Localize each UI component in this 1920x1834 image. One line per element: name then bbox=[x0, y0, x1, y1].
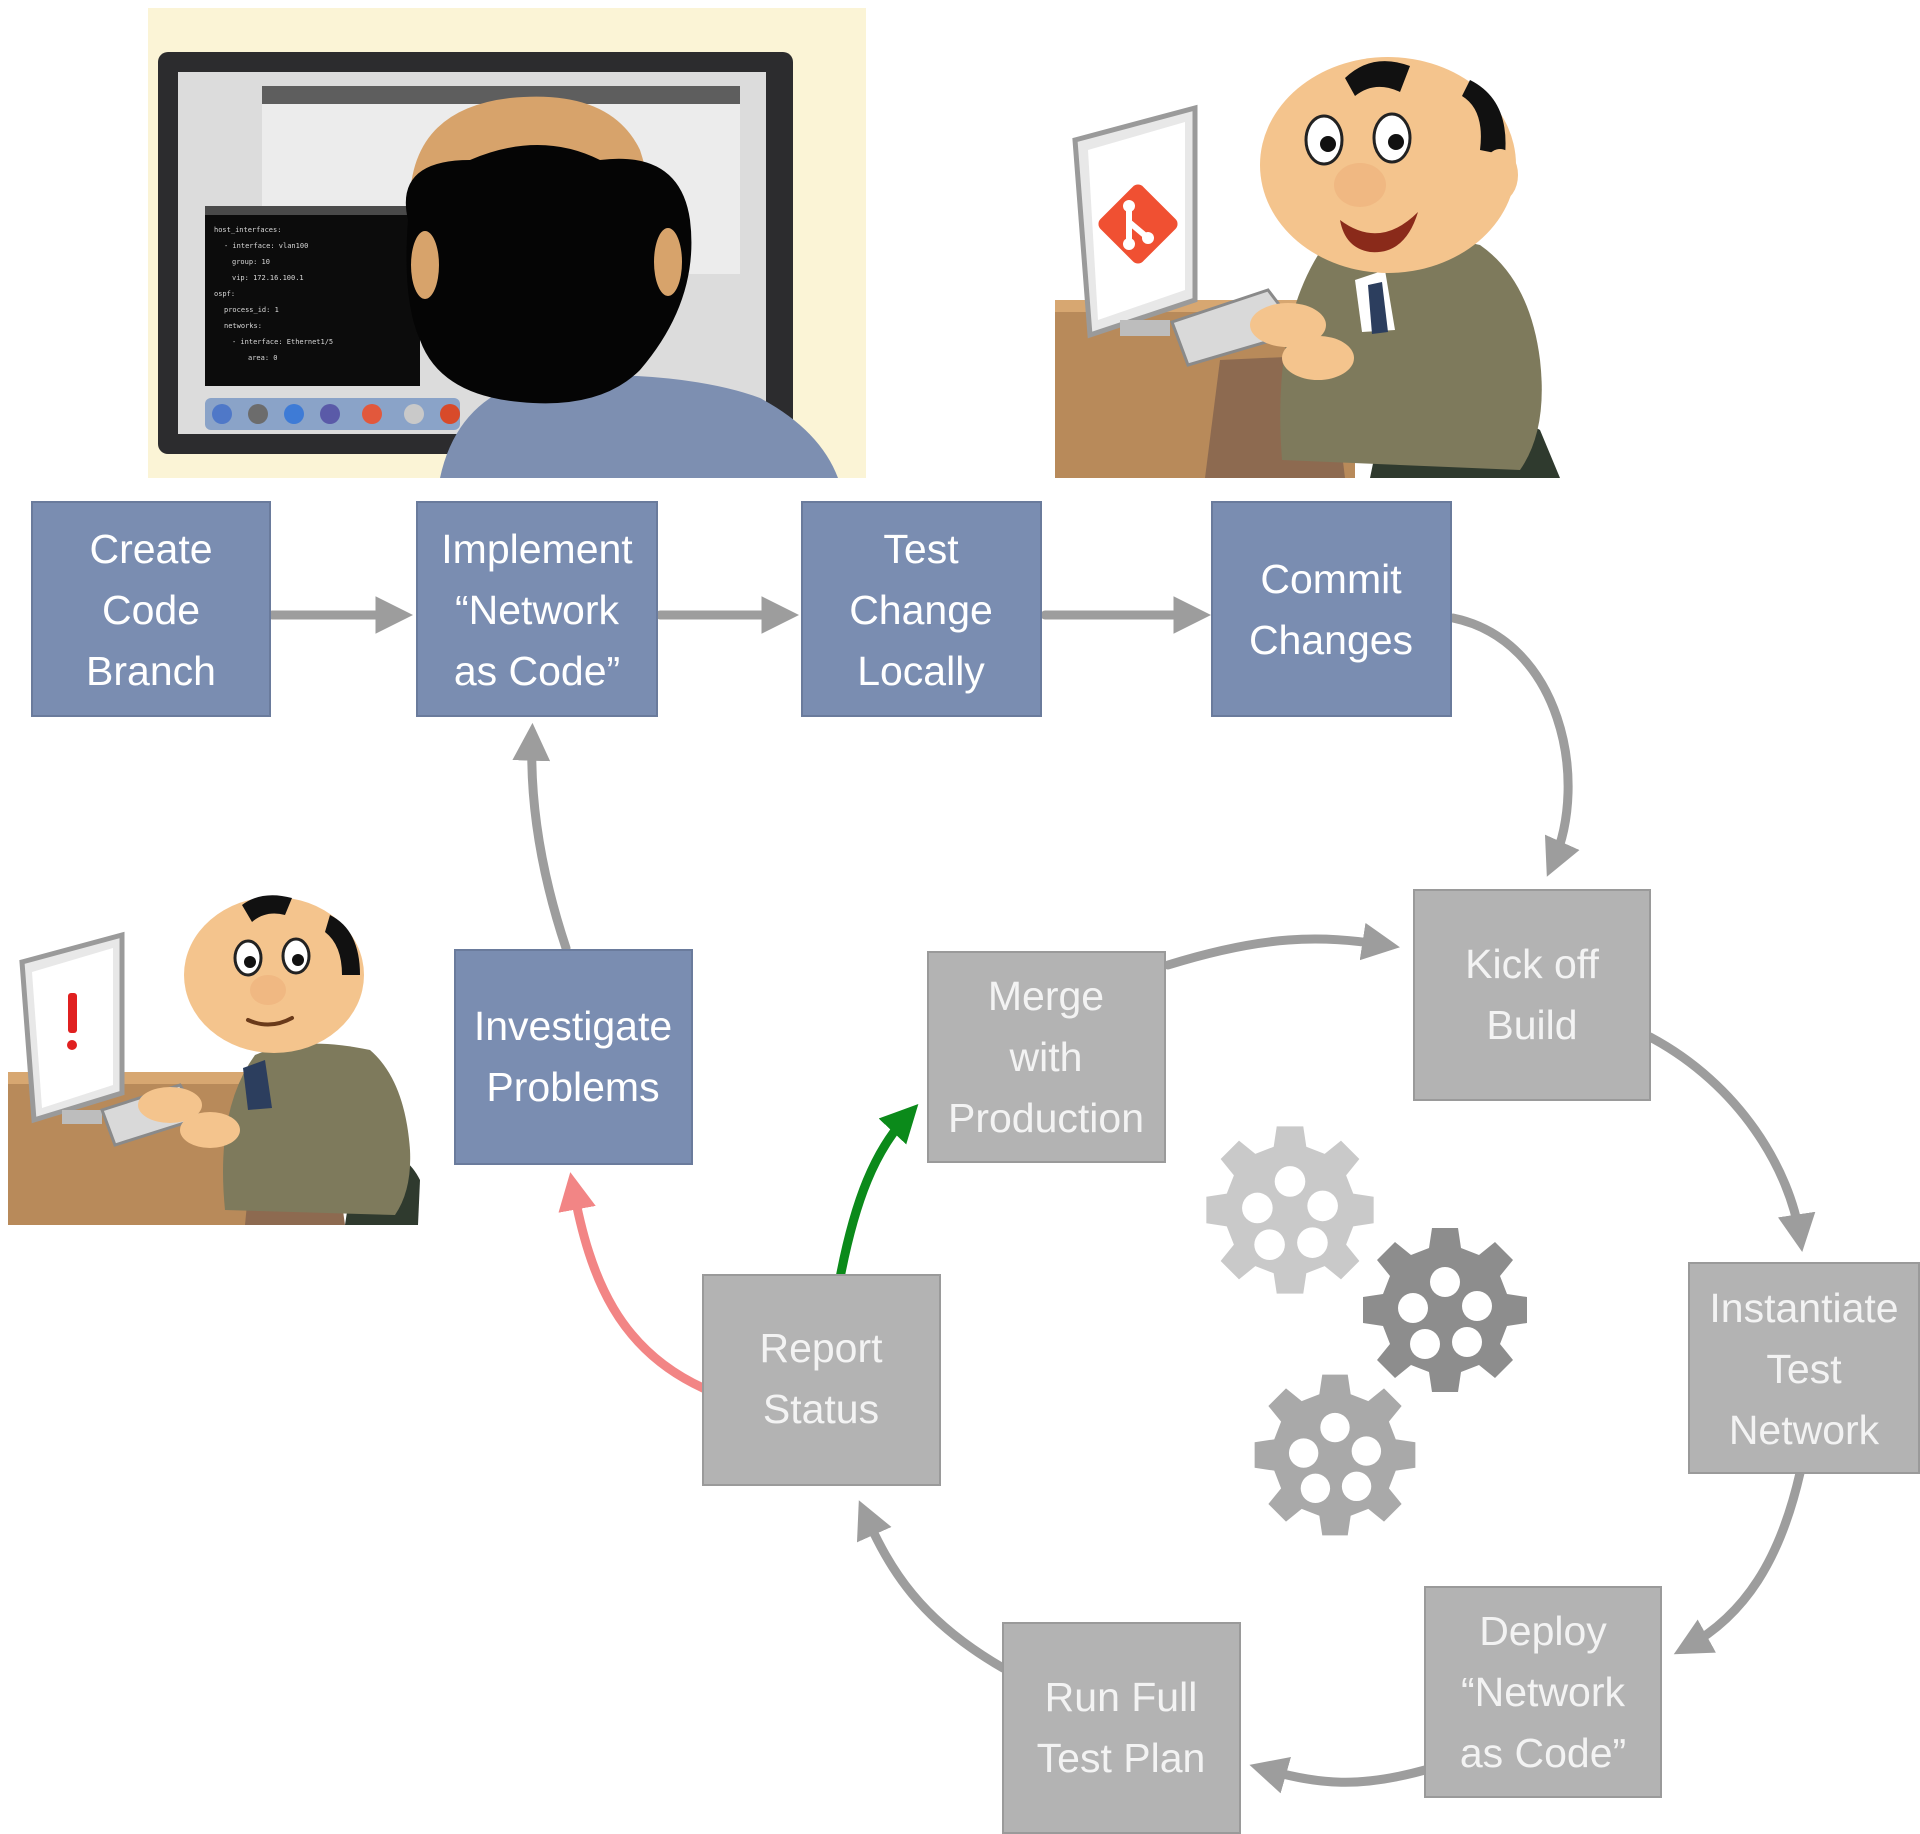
step-line: Status bbox=[763, 1386, 879, 1432]
svg-text:- interface: Ethernet1/5: - interface: Ethernet1/5 bbox=[232, 338, 333, 346]
step-line: Test bbox=[1766, 1346, 1842, 1392]
step-line: Kick off bbox=[1465, 941, 1599, 987]
arrow-runtests-to-report bbox=[856, 1500, 1008, 1673]
step-line: “Network bbox=[1461, 1669, 1626, 1715]
step-line: as Code” bbox=[454, 648, 620, 694]
git-logo-icon bbox=[1098, 184, 1178, 264]
svg-text:networks:: networks: bbox=[224, 322, 262, 330]
arrow-report-to-merge bbox=[835, 1103, 919, 1283]
step-line: Instantiate bbox=[1709, 1285, 1898, 1331]
arrow-commit-to-kickoff bbox=[1448, 613, 1580, 877]
step-line: Implement bbox=[441, 526, 633, 572]
step-line: Report bbox=[759, 1325, 883, 1371]
step-line: Network bbox=[1729, 1407, 1880, 1453]
arrow-kickoff-to-instantiate bbox=[1645, 1032, 1816, 1252]
svg-text:ospf:: ospf: bbox=[214, 290, 235, 298]
arrow-deploy-to-runtests bbox=[1249, 1757, 1430, 1794]
developer-at-monitor-illustration: host_interfaces: - interface: vlan100 gr… bbox=[148, 8, 866, 478]
step-deploy-network-as-code: Deploy “Network as Code” bbox=[1424, 1586, 1662, 1798]
flow-arrows bbox=[267, 596, 1816, 1794]
step-line: Merge bbox=[988, 973, 1104, 1019]
step-line: Branch bbox=[86, 648, 216, 694]
step-implement-network-as-code: Implement “Network as Code” bbox=[416, 501, 658, 717]
step-line: Investigate bbox=[474, 1003, 672, 1049]
step-line: Problems bbox=[486, 1064, 659, 1110]
step-line: as Code” bbox=[1460, 1730, 1626, 1776]
step-line: Change bbox=[849, 587, 993, 633]
step-line: with bbox=[1009, 1034, 1083, 1080]
step-line: Code bbox=[102, 587, 200, 633]
arrow-instantiate-to-deploy bbox=[1673, 1468, 1805, 1655]
step-line: Deploy bbox=[1479, 1608, 1607, 1654]
arrow-merge-to-kickoff bbox=[1163, 922, 1400, 970]
gears-icon bbox=[1206, 1126, 1527, 1536]
svg-text:- interface: vlan100: - interface: vlan100 bbox=[224, 242, 308, 250]
step-line: Locally bbox=[857, 648, 985, 694]
terminal-window bbox=[205, 206, 420, 386]
step-line: Create bbox=[89, 526, 212, 572]
developer-git-commit-illustration bbox=[1055, 57, 1560, 478]
step-line: Test bbox=[883, 526, 959, 572]
svg-text:group: 10: group: 10 bbox=[232, 258, 270, 266]
svg-text:vip: 172.16.100.1: vip: 172.16.100.1 bbox=[232, 274, 304, 282]
alert-icon bbox=[68, 993, 77, 1033]
step-line: Production bbox=[948, 1095, 1144, 1141]
svg-text:host_interfaces:: host_interfaces: bbox=[214, 226, 281, 234]
step-line: “Network bbox=[455, 587, 620, 633]
step-line: Test Plan bbox=[1037, 1735, 1206, 1781]
arrow-investigate-to-implement bbox=[512, 722, 571, 953]
step-line: Build bbox=[1486, 1002, 1577, 1048]
step-line: Commit bbox=[1260, 556, 1402, 602]
svg-text:area: 0: area: 0 bbox=[248, 354, 278, 362]
svg-text:process_id: 1: process_id: 1 bbox=[224, 306, 279, 314]
step-line: Run Full bbox=[1045, 1674, 1198, 1720]
step-line: Changes bbox=[1249, 617, 1413, 663]
arrow-report-to-investigate bbox=[558, 1172, 708, 1393]
developer-error-alert-illustration bbox=[8, 895, 420, 1225]
